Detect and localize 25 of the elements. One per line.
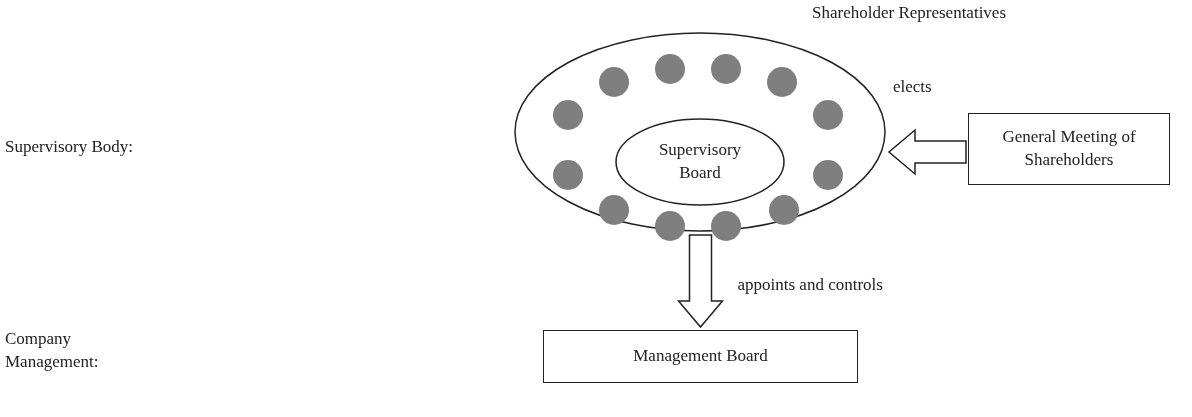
node-label: Supervisory Board (657, 139, 743, 184)
member-dot (710, 53, 742, 85)
member-dot (654, 53, 686, 85)
process-box (968, 113, 1170, 185)
member-dot (710, 210, 742, 242)
side-label: Company Management: (5, 328, 100, 373)
block-arrow (887, 128, 967, 176)
member-dot (598, 66, 630, 98)
member-dot (552, 159, 584, 191)
member-dot (766, 66, 798, 98)
block-arrow (676, 234, 725, 329)
member-dot (768, 194, 800, 226)
node-label: General Meeting of Shareholders (1001, 126, 1137, 171)
side-label: Shareholder Representatives (812, 2, 1006, 24)
edge-label: appoints and controls (737, 274, 883, 296)
node-label: Management Board (633, 345, 768, 368)
member-dot (812, 99, 844, 131)
member-dot (654, 210, 686, 242)
member-dot (812, 159, 844, 191)
edge-label: elects (893, 76, 932, 98)
process-box (543, 330, 858, 383)
member-dot (552, 99, 584, 131)
oval-node (615, 118, 785, 206)
member-dot (598, 194, 630, 226)
side-label: Supervisory Body: (5, 136, 133, 158)
